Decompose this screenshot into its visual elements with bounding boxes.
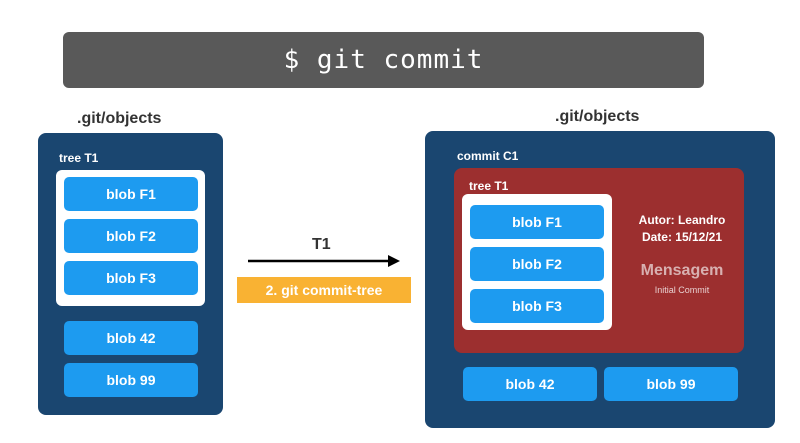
right-tree-blob-f1: blob F1 bbox=[470, 205, 604, 239]
right-section-label: .git/objects bbox=[555, 108, 640, 125]
commit-date: Date: 15/12/21 bbox=[641, 230, 723, 244]
right-tree-label: tree T1 bbox=[469, 179, 509, 193]
command-bar: $ git commit bbox=[63, 32, 704, 88]
commit-box: tree T1 blob F1 blob F2 blob F3 Autor: L… bbox=[454, 168, 744, 353]
left-section-label: .git/objects bbox=[77, 110, 162, 127]
right-tree-blob-f3: blob F3 bbox=[470, 289, 604, 323]
commit-author: Autor: Leandro bbox=[638, 213, 726, 227]
commit-label: commit C1 bbox=[457, 149, 519, 163]
left-blob-99: blob 99 bbox=[64, 363, 198, 397]
right-tree-box: blob F1 blob F2 blob F3 bbox=[462, 194, 612, 330]
commit-message-heading: Mensagem bbox=[640, 262, 724, 279]
commit-message-text: Initial Commit bbox=[654, 285, 710, 295]
left-tree-blob-f1: blob F1 bbox=[64, 177, 198, 211]
commit-tree-step-text: 2. git commit-tree bbox=[265, 282, 383, 298]
left-tree-blob-f2: blob F2 bbox=[64, 219, 198, 253]
right-objects-panel: commit C1 tree T1 blob F1 blob F2 blob F… bbox=[425, 131, 775, 428]
right-arrow-icon bbox=[248, 255, 400, 267]
left-objects-panel: tree T1 blob F1 blob F2 blob F3 blob 42 … bbox=[38, 133, 223, 415]
commit-tree-step-label: 2. git commit-tree bbox=[237, 277, 411, 303]
arrow-tree-label: T1 bbox=[312, 236, 331, 253]
left-tree-blob-f3: blob F3 bbox=[64, 261, 198, 295]
command-text: $ git commit bbox=[283, 45, 484, 75]
left-tree-box: blob F1 blob F2 blob F3 bbox=[56, 170, 205, 306]
right-tree-blob-f2: blob F2 bbox=[470, 247, 604, 281]
right-blob-42: blob 42 bbox=[463, 367, 597, 401]
left-blob-42: blob 42 bbox=[64, 321, 198, 355]
left-tree-label: tree T1 bbox=[59, 151, 99, 165]
right-blob-99: blob 99 bbox=[604, 367, 738, 401]
